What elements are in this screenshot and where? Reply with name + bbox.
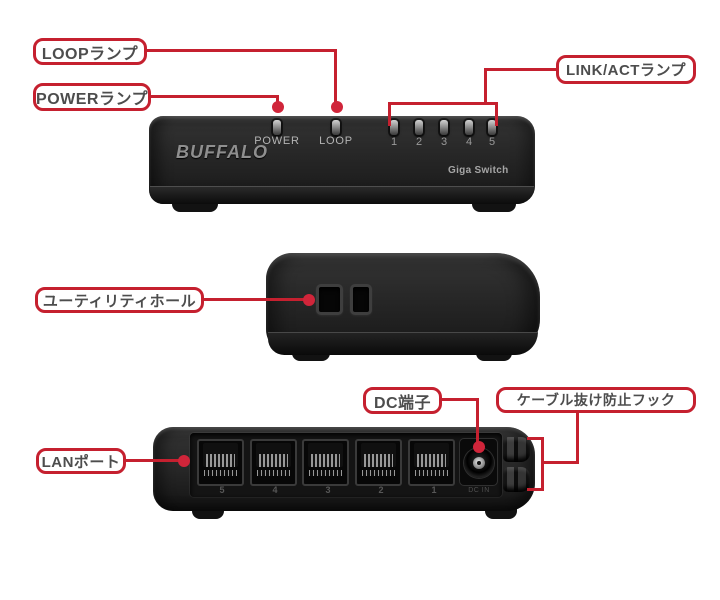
lan-port-2 (355, 439, 402, 486)
link-act-led-2 (415, 120, 423, 135)
port-comb (204, 470, 237, 476)
callout-power-lamp: POWERランプ (33, 83, 151, 111)
leader-bracket (495, 102, 498, 126)
leader-line (486, 68, 556, 71)
lan-port-1 (408, 439, 455, 486)
port-pins (417, 454, 446, 467)
port-number-4: 4 (272, 485, 278, 495)
port-comb (309, 470, 342, 476)
callout-cable-hook: ケーブル抜け防止フック (496, 387, 696, 413)
lan-port-3 (302, 439, 349, 486)
leader-dot (178, 455, 190, 467)
port-number-1: 1 (431, 485, 437, 495)
leader-line (484, 68, 487, 105)
port-pins (206, 454, 235, 467)
dc-in-text: DC IN (468, 487, 490, 494)
port-comb (362, 470, 395, 476)
switch-front-view: POWER LOOP 1 2 3 4 5 BUFFALO Giga Switch (149, 116, 535, 204)
port-comb (415, 470, 448, 476)
leader-line (276, 95, 279, 104)
leader-line (124, 459, 182, 462)
callout-dc-terminal: DC端子 (363, 387, 442, 414)
led-number-4: 4 (465, 136, 473, 148)
port-number-2: 2 (378, 485, 384, 495)
lan-port-5 (197, 439, 244, 486)
leader-line (149, 95, 279, 98)
leader-bracket (541, 437, 544, 491)
dc-jack-pin-hole (477, 461, 481, 465)
switch-side-view (266, 253, 540, 355)
power-led (273, 120, 281, 135)
leader-dot (331, 101, 343, 113)
link-act-led-5 (488, 120, 496, 135)
power-led-label: POWER (254, 135, 300, 147)
leader-line (334, 49, 337, 104)
callout-lan-port: LANポート (36, 448, 126, 474)
leader-dot (303, 294, 315, 306)
brand-logo: BUFFALO (176, 142, 268, 162)
rear-port-panel: 5 4 3 2 1 DC IN (190, 433, 502, 497)
model-name-text: Giga Switch (448, 165, 509, 176)
port-pins (364, 454, 393, 467)
leader-dot (473, 441, 485, 453)
port-pins (259, 454, 288, 467)
leader-line (476, 398, 479, 444)
cable-hook-2 (503, 467, 530, 492)
port-pins (311, 454, 340, 467)
leader-line (145, 49, 337, 52)
link-act-led-1 (390, 120, 398, 135)
side-lower-shell (268, 332, 538, 355)
led-number-5: 5 (488, 136, 496, 148)
leader-bracket (388, 102, 391, 126)
leader-bracket (527, 437, 544, 440)
leader-dot (272, 101, 284, 113)
leader-line (202, 298, 307, 301)
switch-rear-view: 5 4 3 2 1 DC IN (153, 427, 535, 511)
link-act-led-4 (465, 120, 473, 135)
leader-line (576, 411, 579, 464)
cable-hook-1 (503, 437, 530, 462)
utility-hole-2 (350, 284, 372, 315)
callout-loop-lamp: LOOPランプ (33, 38, 147, 65)
callout-utility-hole: ユーティリティホール (35, 287, 204, 313)
led-number-1: 1 (390, 136, 398, 148)
leader-line (440, 398, 479, 401)
loop-led (332, 120, 340, 135)
led-number-3: 3 (440, 136, 448, 148)
callout-link-act-lamp: LINK/ACTランプ (556, 55, 696, 84)
dc-jack-pin (473, 457, 485, 469)
port-number-3: 3 (325, 485, 331, 495)
dc-jack (464, 448, 494, 478)
port-comb (257, 470, 290, 476)
loop-led-label: LOOP (319, 135, 353, 147)
lan-port-4 (250, 439, 297, 486)
led-number-2: 2 (415, 136, 423, 148)
front-lower-shell (150, 186, 534, 204)
port-number-5: 5 (219, 485, 225, 495)
leader-line (541, 461, 579, 464)
link-act-led-3 (440, 120, 448, 135)
utility-hole-1 (316, 284, 343, 315)
leader-bracket (388, 102, 498, 105)
leader-bracket (527, 488, 544, 491)
